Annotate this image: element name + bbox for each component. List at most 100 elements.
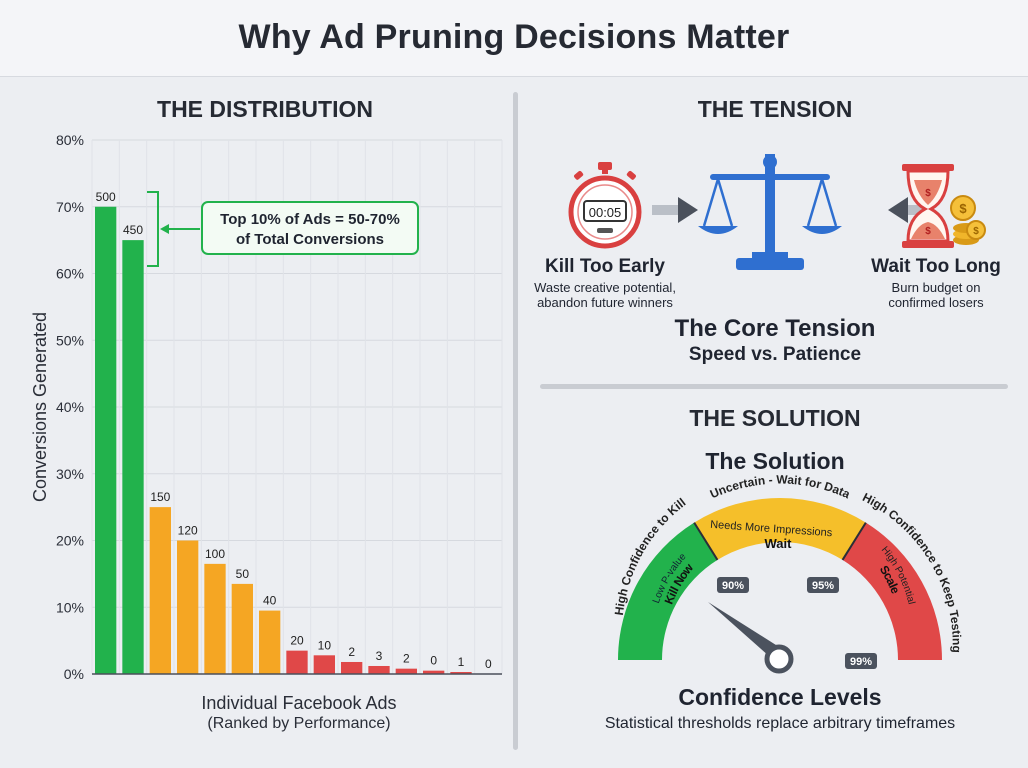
bar	[231, 583, 253, 674]
callout-line2: of Total Conversions	[236, 231, 384, 248]
x-axis-label: Individual Facebook Ads	[201, 693, 396, 713]
y-tick-label: 10%	[56, 599, 84, 615]
chart-grid	[91, 139, 503, 675]
gauge-mark-95-text: 95%	[812, 580, 834, 592]
horizontal-divider	[540, 384, 1008, 389]
bar-value-label: 10	[318, 638, 332, 652]
page-title: Why Ad Pruning Decisions Matter	[238, 18, 790, 56]
y-tick-label: 20%	[56, 533, 84, 549]
wait-too-long-desc: Burn budget on confirmed losers	[856, 280, 1016, 310]
y-axis-label: Conversions Generated	[30, 312, 50, 502]
confidence-levels-subtitle: Statistical thresholds replace arbitrary…	[604, 715, 956, 732]
gauge-separators	[693, 522, 867, 561]
bar	[313, 655, 335, 674]
bar	[286, 650, 308, 674]
bar-value-label: 150	[150, 490, 170, 504]
stopwatch-icon: 00:05	[568, 162, 642, 249]
y-tick-label: 0%	[64, 666, 84, 682]
confidence-gauge: High Confidence to Kill Uncertain - Wait…	[612, 473, 964, 674]
svg-text:$: $	[925, 188, 931, 199]
stopwatch-display: 00:05	[589, 205, 622, 220]
bar-value-label: 2	[348, 645, 355, 659]
gauge-mark-90-text: 90%	[722, 580, 744, 592]
gauge-mark-95: 95%	[807, 577, 839, 593]
gauge-band-green	[618, 522, 718, 660]
svg-text:$: $	[925, 226, 931, 237]
bar-value-label: 450	[123, 223, 143, 237]
bar	[259, 610, 281, 674]
y-tick-label: 60%	[56, 266, 84, 282]
core-tension-subtitle: Speed vs. Patience	[688, 344, 862, 365]
bar-value-label: 500	[96, 190, 116, 204]
wait-too-long-desc-line1: Burn budget on	[891, 280, 981, 295]
confidence-levels-title: Confidence Levels	[678, 684, 882, 710]
bar	[341, 661, 363, 674]
bar	[395, 668, 417, 674]
kill-too-early-desc: Waste creative potential, abandon future…	[520, 280, 690, 310]
bar	[423, 670, 445, 674]
bar-value-label: 3	[376, 649, 383, 663]
bar-value-label: 1	[458, 655, 465, 669]
gauge-mark-99-text: 99%	[850, 656, 872, 668]
callout-arrow-head	[160, 224, 169, 234]
arrow-left-icon	[888, 197, 934, 223]
y-tick-label: 30%	[56, 466, 84, 482]
bar	[149, 507, 171, 674]
bar	[204, 563, 226, 674]
gauge-band-red	[842, 522, 942, 660]
kill-too-early-title: Kill Too Early	[544, 256, 665, 277]
gauge-yellow-big: Wait	[765, 536, 793, 551]
bar-value-label: 40	[263, 594, 277, 608]
callout-box	[201, 201, 419, 255]
gauge-band-yellow	[694, 498, 866, 560]
bar-value-label: 20	[290, 634, 304, 648]
x-axis-sublabel: (Ranked by Performance)	[207, 715, 390, 732]
bar-value-label: 120	[178, 524, 198, 538]
wait-too-long-desc-line2: confirmed losers	[888, 295, 984, 310]
gauge-label-uncertain: Uncertain - Wait for Data	[708, 473, 853, 502]
bar	[95, 206, 117, 674]
solution-subtitle: The Solution	[705, 448, 845, 474]
callout-bracket	[147, 191, 159, 267]
bar-value-label: 100	[205, 547, 225, 561]
arrow-right-icon	[652, 197, 698, 223]
wait-too-long-title: Wait Too Long	[871, 256, 1001, 277]
y-tick-label: 40%	[56, 399, 84, 415]
gauge-needle	[708, 602, 794, 674]
y-tick-label: 80%	[56, 132, 84, 148]
vertical-divider	[513, 92, 518, 750]
bar	[122, 240, 144, 674]
bar-value-label: 50	[236, 567, 250, 581]
bar	[368, 665, 390, 674]
gauge-separator	[693, 522, 719, 561]
gauge-mark-90: 90%	[717, 577, 749, 593]
y-tick-label: 50%	[56, 332, 84, 348]
core-tension-title: The Core Tension	[674, 315, 876, 342]
tension-section-title: THE TENSION	[697, 96, 853, 122]
bar	[450, 671, 472, 674]
coins-icon: $ $	[950, 195, 986, 245]
tension-illustration: 00:05 $ $ $	[568, 154, 986, 270]
bar-value-label: 0	[485, 657, 492, 671]
gauge-mark-99: 99%	[845, 653, 877, 669]
hourglass-icon: $ $	[902, 164, 954, 248]
distribution-bar-chart: 0%10%20%30%40%50%60%70%80% 5004501501201…	[30, 132, 503, 732]
header-bar: Why Ad Pruning Decisions Matter	[0, 0, 1028, 77]
bar-value-label: 2	[403, 652, 410, 666]
distribution-section-title: THE DISTRIBUTION	[157, 96, 373, 122]
kill-too-early-desc-line2: abandon future winners	[537, 295, 673, 310]
kill-too-early-desc-line1: Waste creative potential,	[534, 280, 676, 295]
gauge-separator	[841, 522, 867, 561]
svg-text:$: $	[959, 201, 967, 216]
y-tick-label: 70%	[56, 199, 84, 215]
bar-value-label: 0	[430, 654, 437, 668]
bars	[95, 206, 472, 674]
bar	[177, 540, 199, 674]
callout-line1: Top 10% of Ads = 50-70%	[220, 211, 400, 228]
gauge-bands	[618, 498, 942, 660]
svg-text:$: $	[973, 226, 979, 237]
scale-icon	[698, 154, 842, 270]
y-axis-ticks: 0% 10% 20% 30% 40% 50% 60% 70% 80%	[56, 132, 84, 682]
solution-section-title: THE SOLUTION	[689, 405, 861, 431]
